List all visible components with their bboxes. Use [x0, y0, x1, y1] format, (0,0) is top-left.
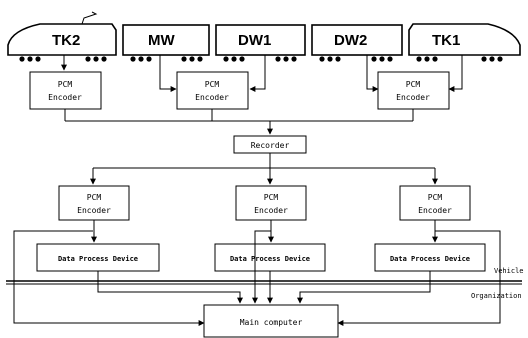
pcm-encoder-bottom-1: PCM Encoder — [58, 185, 130, 221]
encoder-line1: PCM — [87, 193, 102, 202]
wheels-tk2-left — [19, 56, 41, 62]
car-label-dw2: DW2 — [334, 32, 367, 49]
dpd-label: Data Process Device — [390, 255, 470, 263]
car-mw: MW — [122, 24, 210, 62]
encoder-line2: Encoder — [396, 93, 430, 102]
encoder-line1: PCM — [205, 80, 220, 89]
pcm-encoder-bottom-2: PCM Encoder — [235, 185, 307, 221]
to-main-computer-lines — [13, 230, 501, 326]
encoder-line2: Encoder — [418, 206, 452, 215]
car-label-dw1: DW1 — [238, 32, 271, 49]
data-process-device-1: Data Process Device — [36, 243, 160, 272]
pcm-encoder-top-3: PCM Encoder — [377, 71, 450, 110]
data-process-device-3: Data Process Device — [374, 243, 486, 272]
car-label-mw: MW — [148, 32, 175, 49]
encoder-to-recorder-lines — [64, 109, 414, 135]
main-computer-box: Main computer — [203, 304, 339, 338]
car-label-tk1: TK1 — [432, 32, 460, 49]
car-tk2: TK2 — [7, 11, 117, 62]
pcm-encoder-bottom-3: PCM Encoder — [399, 185, 471, 221]
dpd-label: Data Process Device — [230, 255, 310, 263]
boundary-line — [6, 280, 522, 285]
car-dw2: DW2 — [311, 24, 403, 62]
encoder-line1: PCM — [428, 193, 443, 202]
vehicle-label: Vehicle — [494, 267, 524, 275]
encoder-line2: Encoder — [77, 206, 111, 215]
encoder-line1: PCM — [58, 80, 73, 89]
recorder-to-encoder-lines — [90, 153, 438, 185]
dpd-label: Data Process Device — [58, 255, 138, 263]
encoder-line1: PCM — [264, 193, 279, 202]
recorder-box: Recorder — [233, 135, 307, 154]
car-dw1: DW1 — [215, 24, 306, 62]
data-process-device-2: Data Process Device — [214, 243, 326, 272]
pcm-encoder-top-1: PCM Encoder — [29, 71, 102, 110]
encoder-line2: Encoder — [48, 93, 82, 102]
wheels-tk2-right — [85, 56, 107, 62]
train: TK2 MW DW1 DW2 — [7, 11, 521, 62]
recorder-label: Recorder — [251, 141, 290, 150]
car-to-encoder-lines — [61, 55, 463, 92]
encoder-line2: Encoder — [254, 206, 288, 215]
encoder-line1: PCM — [406, 80, 421, 89]
encoder-line2: Encoder — [195, 93, 229, 102]
pcm-encoder-top-2: PCM Encoder — [176, 71, 249, 110]
car-label-tk2: TK2 — [52, 32, 80, 49]
organization-label: Organization — [471, 292, 522, 300]
main-computer-label: Main computer — [240, 318, 303, 327]
car-tk1: TK1 — [408, 23, 521, 62]
